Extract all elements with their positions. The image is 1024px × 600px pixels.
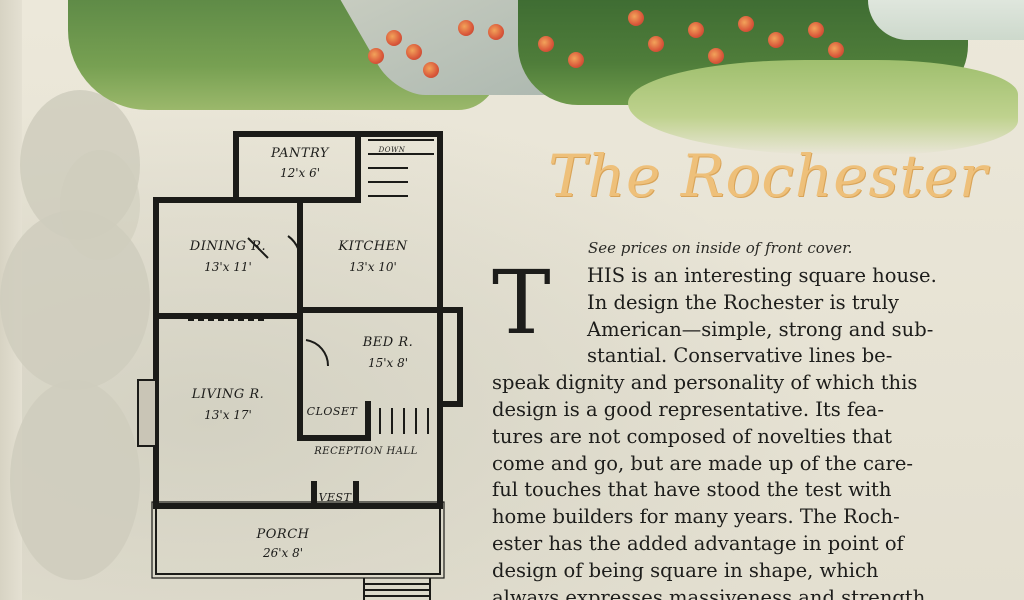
- room-name-vest: VEST: [318, 491, 352, 504]
- text-line: ful touches that have stood the test wit…: [492, 478, 892, 502]
- price-note: See prices on inside of front cover.: [588, 239, 853, 257]
- text-line: home builders for many years. The Roch-: [492, 505, 900, 529]
- flower: [488, 24, 504, 40]
- floor-plan-drawing: [137, 131, 463, 600]
- room-dims-bedroom: 15'x 8': [367, 356, 409, 370]
- room-name-dining: DINING R.: [189, 239, 267, 254]
- room-dims-dining: 13'x 11': [204, 260, 252, 274]
- flower: [368, 48, 384, 64]
- room-dims-living: 13'x 17': [204, 408, 252, 422]
- flower: [538, 36, 554, 52]
- description-text: HIS is an interesting square house. In d…: [492, 263, 992, 600]
- landscape-illustration: [68, 0, 1024, 160]
- drop-cap: T: [492, 251, 551, 354]
- flower: [648, 36, 664, 52]
- flower: [808, 22, 824, 38]
- tree-silhouette: [10, 380, 140, 580]
- room-name-pantry: PANTRY: [271, 146, 329, 161]
- flower: [386, 30, 402, 46]
- text-line: American—simple, strong and sub-: [587, 317, 934, 341]
- room-name-reception-hall: RECEPTION HALL: [314, 446, 418, 457]
- text-line: come and go, but are made up of the care…: [492, 451, 914, 475]
- text-line: always expresses massiveness and strengt…: [492, 585, 932, 600]
- room-name-living: LIVING R.: [191, 387, 265, 402]
- text-line: ester has the added advantage in point o…: [492, 531, 904, 555]
- text-line: tures are not composed of novelties that: [492, 424, 893, 448]
- tree-silhouette: [60, 150, 140, 260]
- flower: [628, 10, 644, 26]
- flower: [406, 44, 422, 60]
- room-dims-pantry: 12'x 6': [279, 166, 321, 180]
- room-name-bedroom: BED R.: [362, 335, 414, 350]
- flower: [768, 32, 784, 48]
- flower: [708, 48, 724, 64]
- stair-label: DOWN: [378, 146, 406, 154]
- flower: [828, 42, 844, 58]
- room-name-porch: PORCH: [256, 527, 310, 542]
- text-line: HIS is an interesting square house.: [587, 264, 937, 287]
- flower: [568, 52, 584, 68]
- text-line: design is a good representative. Its fea…: [492, 397, 884, 421]
- text-line: stantial. Conservative lines be-: [587, 344, 893, 368]
- flower: [458, 20, 474, 36]
- room-dims-kitchen: 13'x 10': [349, 260, 397, 274]
- background-sky: [868, 0, 1024, 40]
- room-name-kitchen: KITCHEN: [338, 239, 408, 254]
- text-line: design of being square in shape, which: [492, 558, 879, 582]
- floor-plan: PANTRY 12'x 6' KITCHEN 13'x 10' DINING R…: [128, 126, 468, 600]
- text-line: In design the Rochester is truly: [587, 290, 899, 314]
- flower: [688, 22, 704, 38]
- text-line: speak dignity and personality of which t…: [492, 371, 918, 395]
- room-name-closet: CLOSET: [306, 405, 358, 418]
- page-title: The Rochester: [548, 142, 988, 210]
- room-dims-porch: 26'x 8': [262, 546, 304, 560]
- flower: [423, 62, 439, 78]
- flower: [738, 16, 754, 32]
- lawn: [628, 60, 1018, 155]
